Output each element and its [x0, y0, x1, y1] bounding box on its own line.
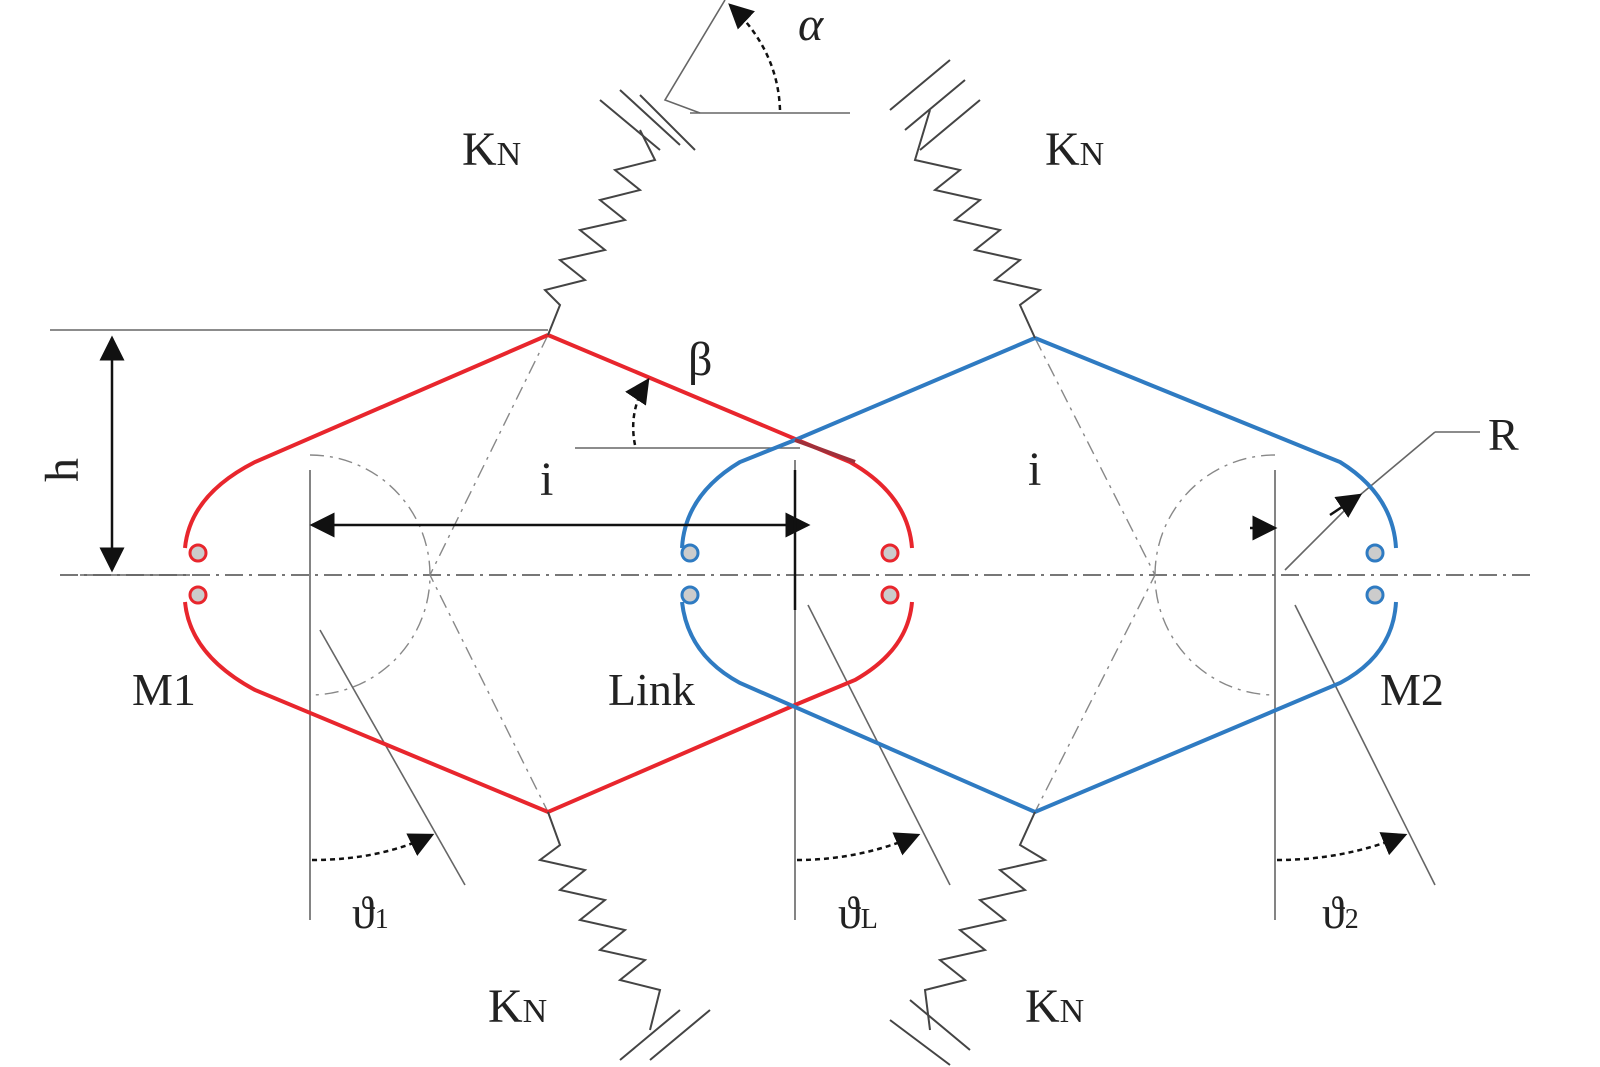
- svg-text:ϑ1: ϑ1: [352, 887, 389, 938]
- label-M1: M1: [132, 664, 196, 715]
- overlap-segment: [794, 438, 856, 464]
- label-R: R: [1488, 409, 1519, 460]
- pivot-markers: [188, 543, 1385, 605]
- svg-text:KN: KN: [488, 980, 547, 1033]
- label-KN-top-left: KN: [462, 123, 521, 176]
- label-KN-bottom-right: KN: [1025, 980, 1084, 1033]
- ground-top-left: [599, 89, 696, 151]
- ground-bottom-left: [619, 1009, 711, 1061]
- left-element-M1: [183, 333, 914, 815]
- ground-top-right: [889, 59, 981, 151]
- spring-bottom-left: [537, 811, 662, 1031]
- ground-bottom-right: [889, 999, 971, 1066]
- label-KN-bottom-left: KN: [488, 980, 547, 1033]
- label-theta2: ϑ2: [1322, 887, 1359, 938]
- label-theta1: ϑ1: [352, 887, 389, 938]
- label-link: Link: [608, 664, 695, 715]
- svg-text:KN: KN: [1045, 123, 1104, 176]
- label-i-left: i: [540, 453, 553, 506]
- label-thetaL: ϑL: [838, 887, 878, 938]
- svg-text:KN: KN: [462, 123, 521, 176]
- label-alpha: α: [798, 0, 824, 51]
- label-h: h: [36, 458, 89, 482]
- label-beta: β: [688, 333, 712, 386]
- label-KN-top-right: KN: [1045, 123, 1104, 176]
- label-M2: M2: [1380, 664, 1444, 715]
- dimension-arrows: [99, 3, 1408, 862]
- svg-text:KN: KN: [1025, 980, 1084, 1033]
- svg-text:ϑL: ϑL: [838, 887, 878, 938]
- spring-top-right: [913, 109, 1043, 339]
- svg-text:ϑ2: ϑ2: [1322, 887, 1359, 938]
- spring-top-left: [543, 129, 657, 336]
- construction-lines: [309, 334, 1276, 813]
- springs: [537, 59, 1048, 1066]
- spring-bottom-right: [923, 811, 1048, 1031]
- label-i-right: i: [1028, 443, 1041, 496]
